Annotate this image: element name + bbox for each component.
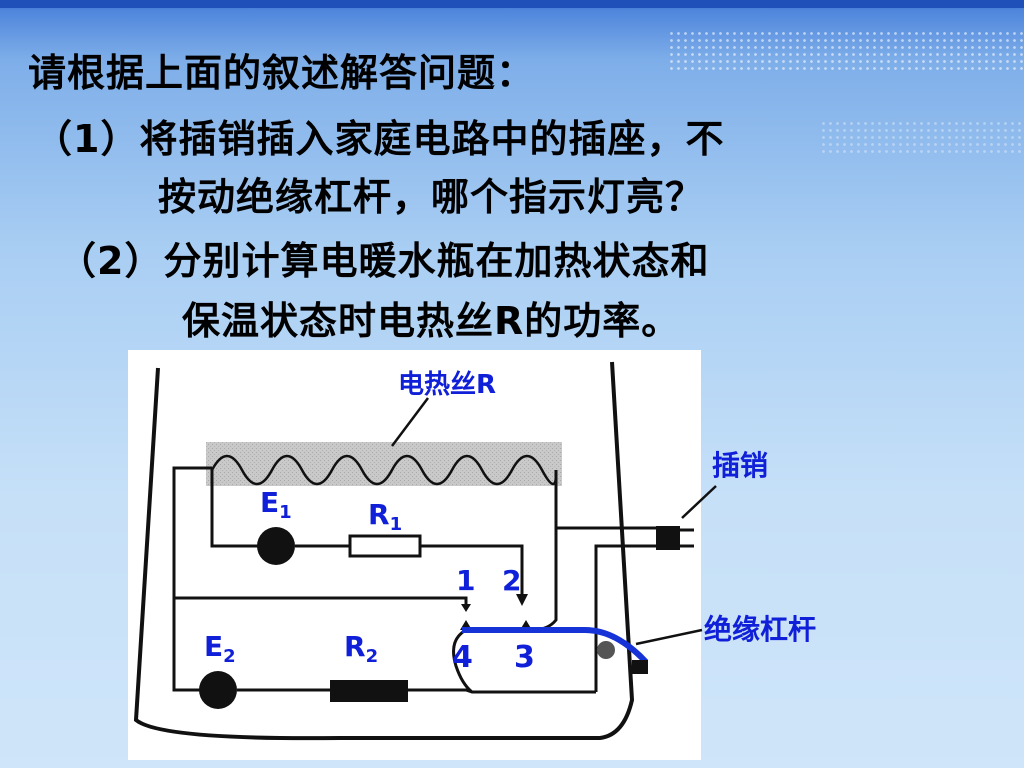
question-1-line-2: 按动绝缘杠杆，哪个指示灯亮？: [158, 175, 705, 219]
resistor-r1: [348, 534, 422, 558]
lamp-e2: [199, 671, 237, 709]
wire-contact-1: [174, 596, 468, 608]
top-bar: [0, 0, 1024, 8]
wire-e1: [210, 468, 258, 548]
lever-pointer: [635, 628, 703, 646]
decorative-dots: [668, 30, 1024, 74]
plug-label: 插销: [712, 449, 769, 482]
wire-outer: [172, 466, 212, 692]
question-intro: 请根据上面的叙述解答问题：: [28, 51, 536, 95]
resistor-r1-label: R1: [368, 498, 403, 535]
heater-label: 电热丝R: [398, 370, 497, 400]
wire-contact-4: [452, 628, 473, 694]
wire-heater-right: [531, 470, 558, 632]
lever-label: 绝缘杠杆: [704, 613, 817, 646]
lamp-e1: [257, 527, 295, 565]
contact-1-label: 1: [456, 564, 476, 597]
plug-body: [656, 526, 680, 550]
question-1-line-1: （1）将插销插入家庭电路中的插座，不: [34, 117, 725, 161]
resistor-r2-label: R2: [344, 630, 379, 667]
lever-pivot: [597, 641, 615, 659]
heater-pointer: [391, 397, 429, 447]
contact-2-label: 2: [502, 564, 522, 597]
resistor-r2: [330, 680, 408, 702]
heater-coil: [210, 454, 558, 486]
decorative-dots-lower: [820, 120, 1024, 156]
plug-pointer: [681, 485, 717, 519]
lamp-e2-label: E2: [204, 630, 236, 667]
insulating-lever: [462, 627, 649, 665]
bottle-outline: [133, 361, 635, 741]
question-2-line-2: 保温状态时电热丝R的功率。: [182, 299, 681, 343]
lever-end: [632, 660, 648, 674]
lamp-e1-label: E1: [260, 486, 292, 523]
contact-4-label: 4: [452, 640, 473, 675]
question-2-line-1: （2）分别计算电暖水瓶在加热状态和: [58, 239, 710, 283]
contact-3-label: 3: [514, 640, 535, 675]
